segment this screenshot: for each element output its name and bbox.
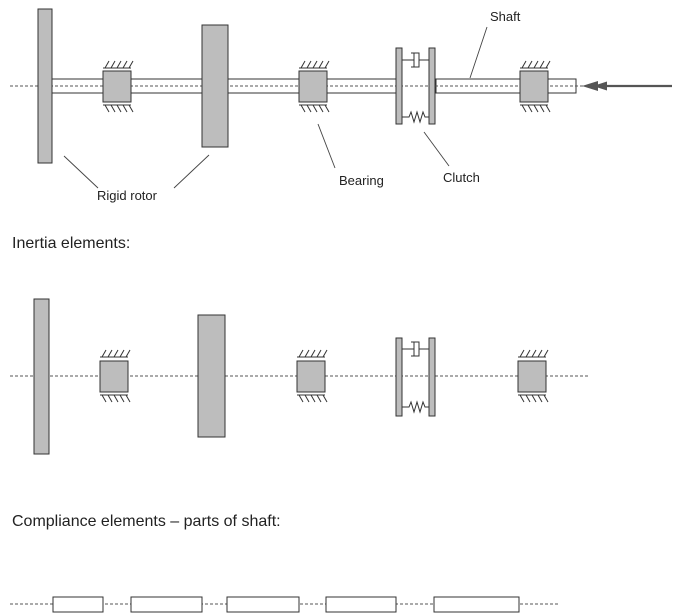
input-arrow: [582, 81, 672, 91]
leader-rotor-middle: [173, 154, 210, 189]
bearing-1: [102, 60, 134, 113]
label-clutch: Clutch: [443, 170, 480, 185]
inertia-rotor-middle: [197, 314, 226, 438]
shaft-part: [226, 596, 300, 613]
label-shaft: Shaft: [490, 9, 521, 24]
shaft-part: [52, 596, 104, 613]
leader-rotor-left: [63, 155, 99, 189]
leader-clutch: [423, 131, 450, 167]
inertia-bearing-2: [296, 349, 328, 403]
label-rigid-rotor: Rigid rotor: [97, 188, 158, 203]
heading-compliance: Compliance elements – parts of shaft:: [12, 513, 281, 530]
shaft-part: [130, 596, 203, 613]
inertia-bearing-3: [517, 349, 549, 403]
bearing-3: [519, 60, 551, 113]
leader-bearing: [317, 123, 336, 169]
label-bearing: Bearing: [339, 173, 384, 188]
compliance-elements: [10, 596, 560, 613]
leader-shaft: [469, 26, 488, 79]
clutch: [395, 47, 436, 125]
bearing-2: [298, 60, 330, 113]
inertia-rotor-left: [33, 298, 50, 455]
inertia-elements: [10, 298, 590, 455]
rigid-rotor-middle: [201, 24, 229, 148]
shaft-part: [433, 596, 520, 613]
drivetrain-assembly: Shaft Rigid rotor Bearing Clutch: [10, 8, 672, 203]
inertia-clutch: [395, 337, 436, 417]
rigid-rotor-left: [37, 8, 53, 164]
heading-inertia: Inertia elements:: [12, 235, 130, 252]
shaft-part: [325, 596, 397, 613]
inertia-bearing-1: [99, 349, 131, 403]
